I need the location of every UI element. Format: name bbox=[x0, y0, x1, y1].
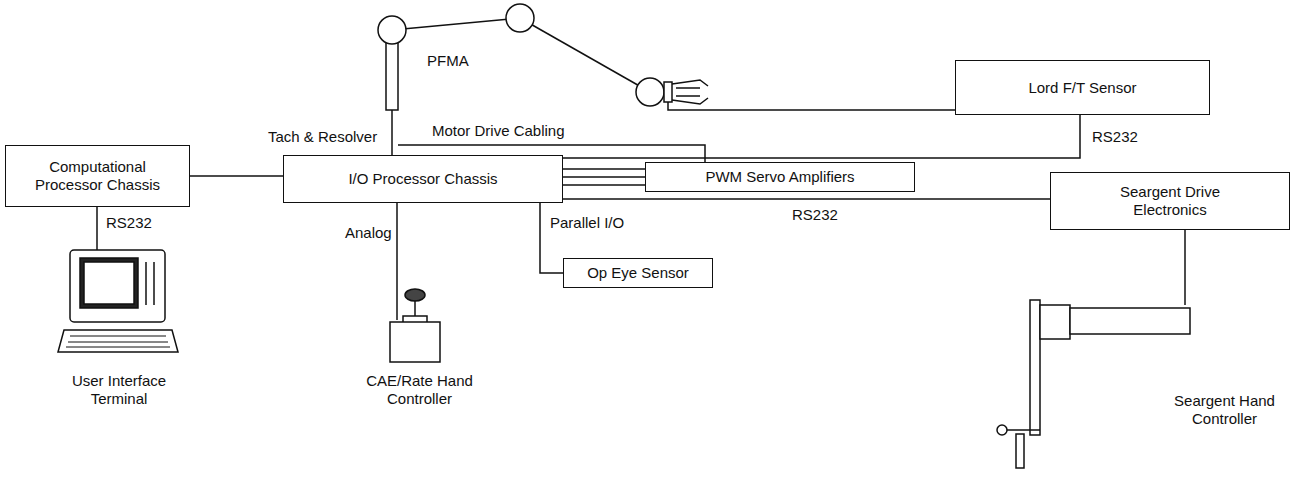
connector-line bbox=[563, 184, 645, 186]
signal-name: RS232 bbox=[104, 214, 154, 232]
arm-name: PFMA bbox=[425, 52, 471, 70]
cae-hand-controller-icon bbox=[390, 289, 440, 362]
cable-name: Motor Drive Cabling bbox=[430, 122, 567, 140]
device-name: CAE/Rate Hand Controller bbox=[355, 372, 484, 408]
connector-line bbox=[563, 176, 645, 178]
processor-box: Computational Processor Chassis bbox=[5, 145, 190, 207]
device-name: User Interface Terminal bbox=[52, 372, 186, 408]
connector bbox=[563, 177, 645, 178]
wiring bbox=[97, 102, 1185, 320]
box-text: Op Eye Sensor bbox=[587, 264, 689, 282]
electronics-box: Seargent Drive Electronics bbox=[1050, 172, 1290, 230]
box-text: Computational Processor Chassis bbox=[23, 158, 173, 194]
seargent-hand-controller-icon bbox=[997, 300, 1190, 468]
connector bbox=[563, 115, 1080, 158]
connector bbox=[563, 199, 1050, 200]
sensor-box: Op Eye Sensor bbox=[563, 258, 713, 288]
box-text: PWM Servo Amplifiers bbox=[705, 168, 854, 186]
pfma-arm bbox=[378, 4, 708, 110]
connector bbox=[190, 176, 283, 177]
connector-line bbox=[563, 115, 1080, 158]
box-text: Seargent Drive Electronics bbox=[1100, 183, 1240, 219]
amplifier-box: PWM Servo Amplifiers bbox=[645, 162, 915, 192]
box-text: Lord F/T Sensor bbox=[1028, 79, 1136, 97]
terminal-icon bbox=[58, 250, 178, 352]
connector bbox=[563, 169, 645, 170]
device-name: Seargent Hand Controller bbox=[1160, 392, 1289, 428]
box-text: I/O Processor Chassis bbox=[348, 170, 497, 188]
signal-name: Parallel I/O bbox=[548, 214, 626, 232]
connector bbox=[563, 185, 645, 186]
signal-name: RS232 bbox=[790, 206, 840, 224]
signal-name: Analog bbox=[343, 224, 394, 242]
signal-name: Tach & Resolver bbox=[266, 128, 379, 146]
connector-line bbox=[563, 198, 1050, 200]
connector-line bbox=[563, 168, 645, 170]
processor-box: I/O Processor Chassis bbox=[283, 155, 563, 203]
sensor-box: Lord F/T Sensor bbox=[955, 60, 1210, 115]
signal-name: RS232 bbox=[1090, 128, 1140, 146]
connector-line bbox=[190, 175, 283, 177]
